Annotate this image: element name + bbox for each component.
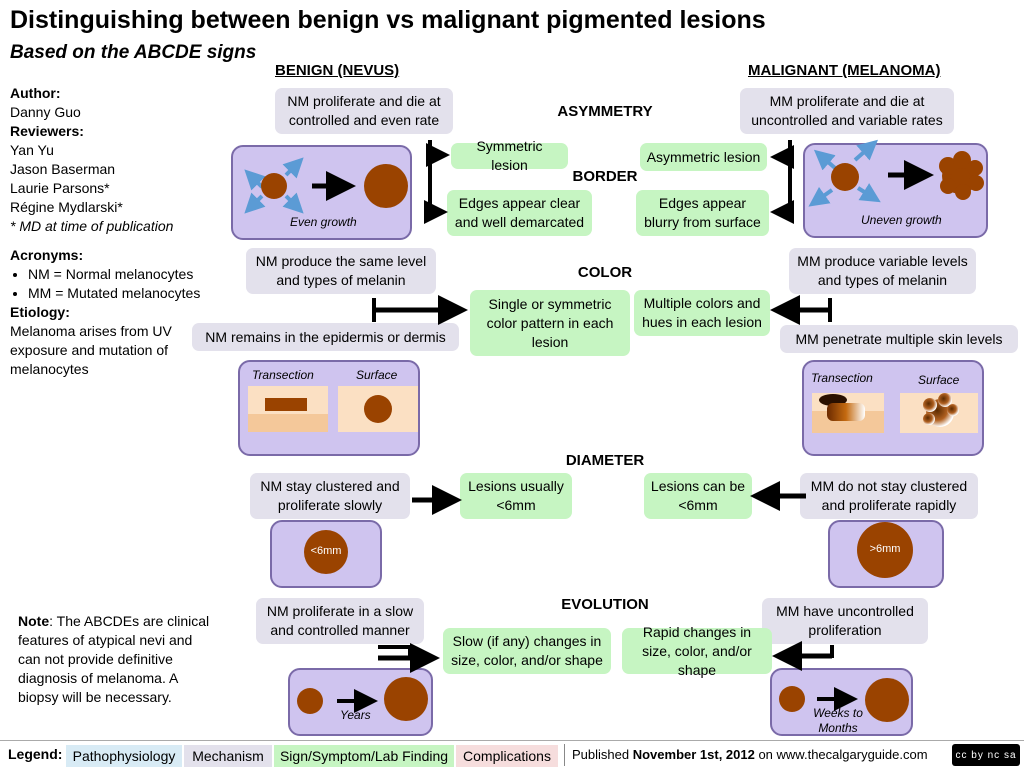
benign-transection-label: Transection (252, 368, 314, 382)
published-line: Published November 1st, 2012 on www.thec… (572, 747, 928, 762)
legend-mechanism: Mechanism (184, 745, 272, 767)
etiology-text: Melanoma arises from UV exposure and mut… (10, 323, 172, 377)
md-footnote: * MD at time of publication (10, 218, 174, 234)
benign-header: BENIGN (NEVUS) (275, 62, 400, 79)
malignant-skin-graphic (812, 393, 978, 433)
small-lesion-circle (304, 530, 348, 574)
reviewer-name: Yan Yu (10, 142, 54, 158)
malignant-color-arrow (770, 295, 832, 325)
slow-changes-box: Slow (if any) changes in size, color, an… (443, 628, 611, 674)
acronyms-block: Acronyms: NM = Normal melanocytes MM = M… (10, 246, 225, 379)
reviewer-name: Régine Mydlarski* (10, 199, 123, 215)
benign-color-arrow (372, 295, 468, 325)
cc-license-badge: cc by nc sa (952, 744, 1020, 766)
benign-evolution-arrow (378, 643, 440, 673)
legend-bar (0, 740, 1024, 769)
acronyms-label: Acronyms: (10, 247, 84, 263)
malignant-bracket-arrow (770, 140, 794, 224)
large-lesion-circle (857, 522, 913, 578)
legend-sign-symptom: Sign/Symptom/Lab Finding (274, 745, 454, 767)
uncontrolled-box: MM have uncontrolled proliferation (762, 598, 928, 644)
benign-evolution-graphic (297, 677, 428, 721)
small-size-label: <6mm (310, 545, 342, 557)
author-name: Danny Guo (10, 104, 81, 120)
benign-rate-box: NM proliferate and die at controlled and… (275, 88, 453, 134)
single-color-box: Single or symmetric color pattern in eac… (470, 290, 630, 356)
page-subtitle: Based on the ABCDE signs (10, 42, 257, 63)
edges-clear-box: Edges appear clear and well demarcated (447, 190, 592, 236)
page-title: Distinguishing between benign vs maligna… (10, 6, 766, 34)
acronym-item: NM = Normal melanocytes (28, 265, 225, 284)
reviewer-name: Jason Baserman (10, 161, 116, 177)
legend-complications: Complications (456, 745, 558, 767)
section-evolution: EVOLUTION (561, 596, 649, 613)
published-date: November 1st, 2012 (632, 747, 755, 762)
uneven-growth-graphic (808, 139, 984, 207)
malignant-transection-label: Transection (811, 371, 873, 385)
same-melanin-box: NM produce the same level and types of m… (246, 248, 436, 294)
published-prefix: Published (572, 747, 633, 762)
legend-label: Legend: (8, 746, 63, 762)
benign-surface-label: Surface (356, 368, 398, 382)
note-label: Note (18, 613, 50, 629)
variable-melanin-box: MM produce variable levels and types of … (789, 248, 976, 294)
section-color: COLOR (577, 264, 633, 281)
benign-bracket-arrow (424, 140, 450, 224)
multiple-colors-box: Multiple colors and hues in each lesion (634, 290, 770, 336)
lesions-can-be-box: Lesions can be <6mm (644, 473, 752, 519)
penetrate-levels-box: MM penetrate multiple skin levels (780, 325, 1018, 353)
not-clustered-box: MM do not stay clustered and proliferate… (800, 473, 978, 519)
section-asymmetry: ASYMMETRY (557, 103, 653, 120)
malignant-evolution-graphic (779, 678, 909, 722)
etiology-label: Etiology: (10, 304, 70, 320)
remains-epidermis-box: NM remains in the epidermis or dermis (192, 323, 459, 351)
clustered-box: NM stay clustered and proliferate slowly (250, 473, 410, 519)
published-suffix: on www.thecalgaryguide.com (754, 747, 928, 762)
reviewers-label: Reviewers: (10, 123, 84, 139)
even-growth-label: Even growth (290, 215, 357, 229)
lesions-usually-box: Lesions usually <6mm (460, 473, 572, 519)
asymmetric-lesion-box: Asymmetric lesion (640, 143, 767, 171)
note-block: Note: The ABCDEs are clinical features o… (18, 612, 213, 707)
slow-proliferate-box: NM proliferate in a slow and controlled … (256, 598, 424, 644)
even-growth-graphic (244, 157, 408, 214)
acronym-item: MM = Mutated melanocytes (28, 284, 225, 303)
uneven-growth-label: Uneven growth (861, 213, 942, 227)
rapid-changes-box: Rapid changes in size, color, and/or sha… (622, 624, 772, 678)
malignant-rate-box: MM proliferate and die at uncontrolled a… (740, 88, 954, 134)
large-size-label: >6mm (869, 543, 901, 555)
malignant-surface-label: Surface (918, 373, 960, 387)
author-block: Author: Danny Guo Reviewers: Yan Yu Jaso… (10, 84, 225, 236)
section-border: BORDER (572, 168, 638, 185)
legend-pathophysiology: Pathophysiology (66, 745, 182, 767)
author-label: Author: (10, 85, 61, 101)
note-text: : The ABCDEs are clinical features of at… (18, 613, 210, 705)
malignant-evolution-arrow (772, 641, 834, 671)
malignant-header: MALIGNANT (MELANOMA) (748, 62, 941, 79)
legend-divider (564, 744, 565, 766)
section-diameter: DIAMETER (565, 452, 645, 469)
edges-blurry-box: Edges appear blurry from surface (636, 190, 769, 236)
benign-skin-graphic (248, 386, 418, 432)
reviewer-name: Laurie Parsons* (10, 180, 110, 196)
